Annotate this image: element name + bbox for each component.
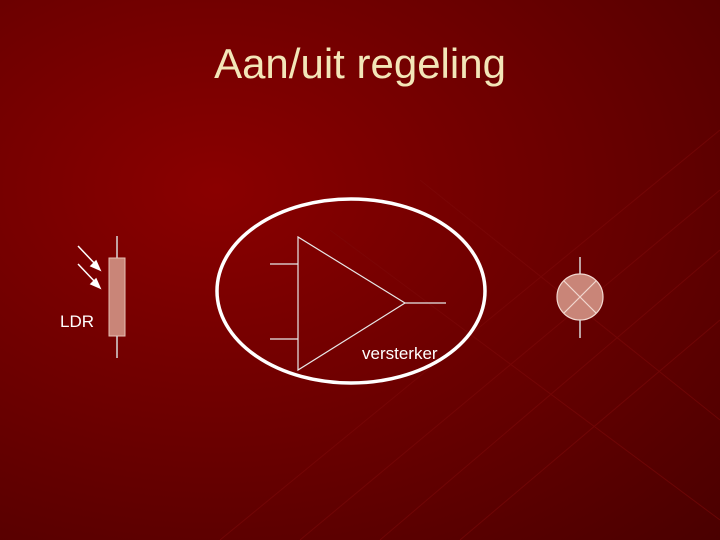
ldr-label: LDR xyxy=(60,312,95,331)
amplifier-label: versterker xyxy=(362,344,438,363)
slide-title: Aan/uit regeling xyxy=(214,40,506,87)
light-arrow-icon xyxy=(77,245,102,290)
lamp-icon xyxy=(556,257,604,338)
amplifier-triangle-icon xyxy=(270,235,446,372)
amplifier-enclosure xyxy=(215,197,487,385)
resistor-icon xyxy=(108,236,126,358)
